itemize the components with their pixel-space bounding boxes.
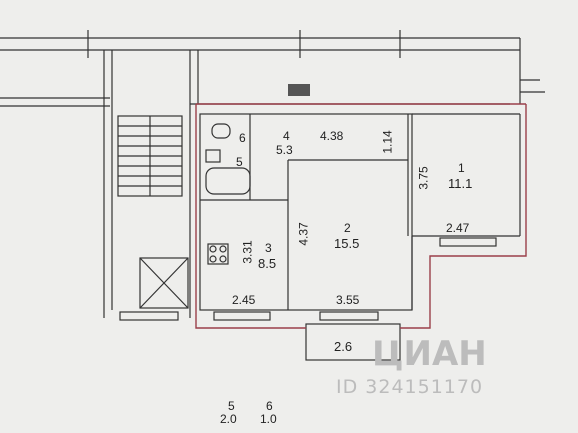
room-4-width: 1.14: [380, 130, 395, 154]
watermark-logo: ЦИАН: [372, 334, 487, 374]
room-1-height: 3.75: [416, 166, 431, 190]
room-2-area: 15.5: [334, 236, 360, 251]
room-6-number: 6: [239, 131, 246, 145]
room-2-width: 3.55: [336, 293, 360, 307]
room-1-number: 1: [458, 161, 465, 175]
legend-5-number: 5: [228, 399, 235, 413]
room-3-width: 2.45: [232, 293, 256, 307]
watermark-id: ID 324151170: [336, 376, 484, 398]
room-2-height: 4.37: [296, 222, 311, 246]
legend-6-area: 1.0: [260, 412, 277, 426]
room-1-area: 11.1: [448, 176, 473, 191]
balcony-dimension: 2.6: [334, 339, 353, 354]
room-2-number: 2: [344, 221, 351, 235]
room-3-number: 3: [265, 241, 272, 255]
legend-6-number: 6: [266, 399, 273, 413]
room-4-area: 5.3: [276, 143, 293, 157]
room-5-number: 5: [236, 155, 243, 169]
room-3-area: 8.5: [258, 256, 277, 271]
room-4-length: 4.38: [320, 129, 344, 143]
room-1-width: 2.47: [446, 221, 470, 235]
room-3-height: 3.31: [240, 240, 255, 264]
room-4-number: 4: [283, 129, 290, 143]
legend-5-area: 2.0: [220, 412, 237, 426]
